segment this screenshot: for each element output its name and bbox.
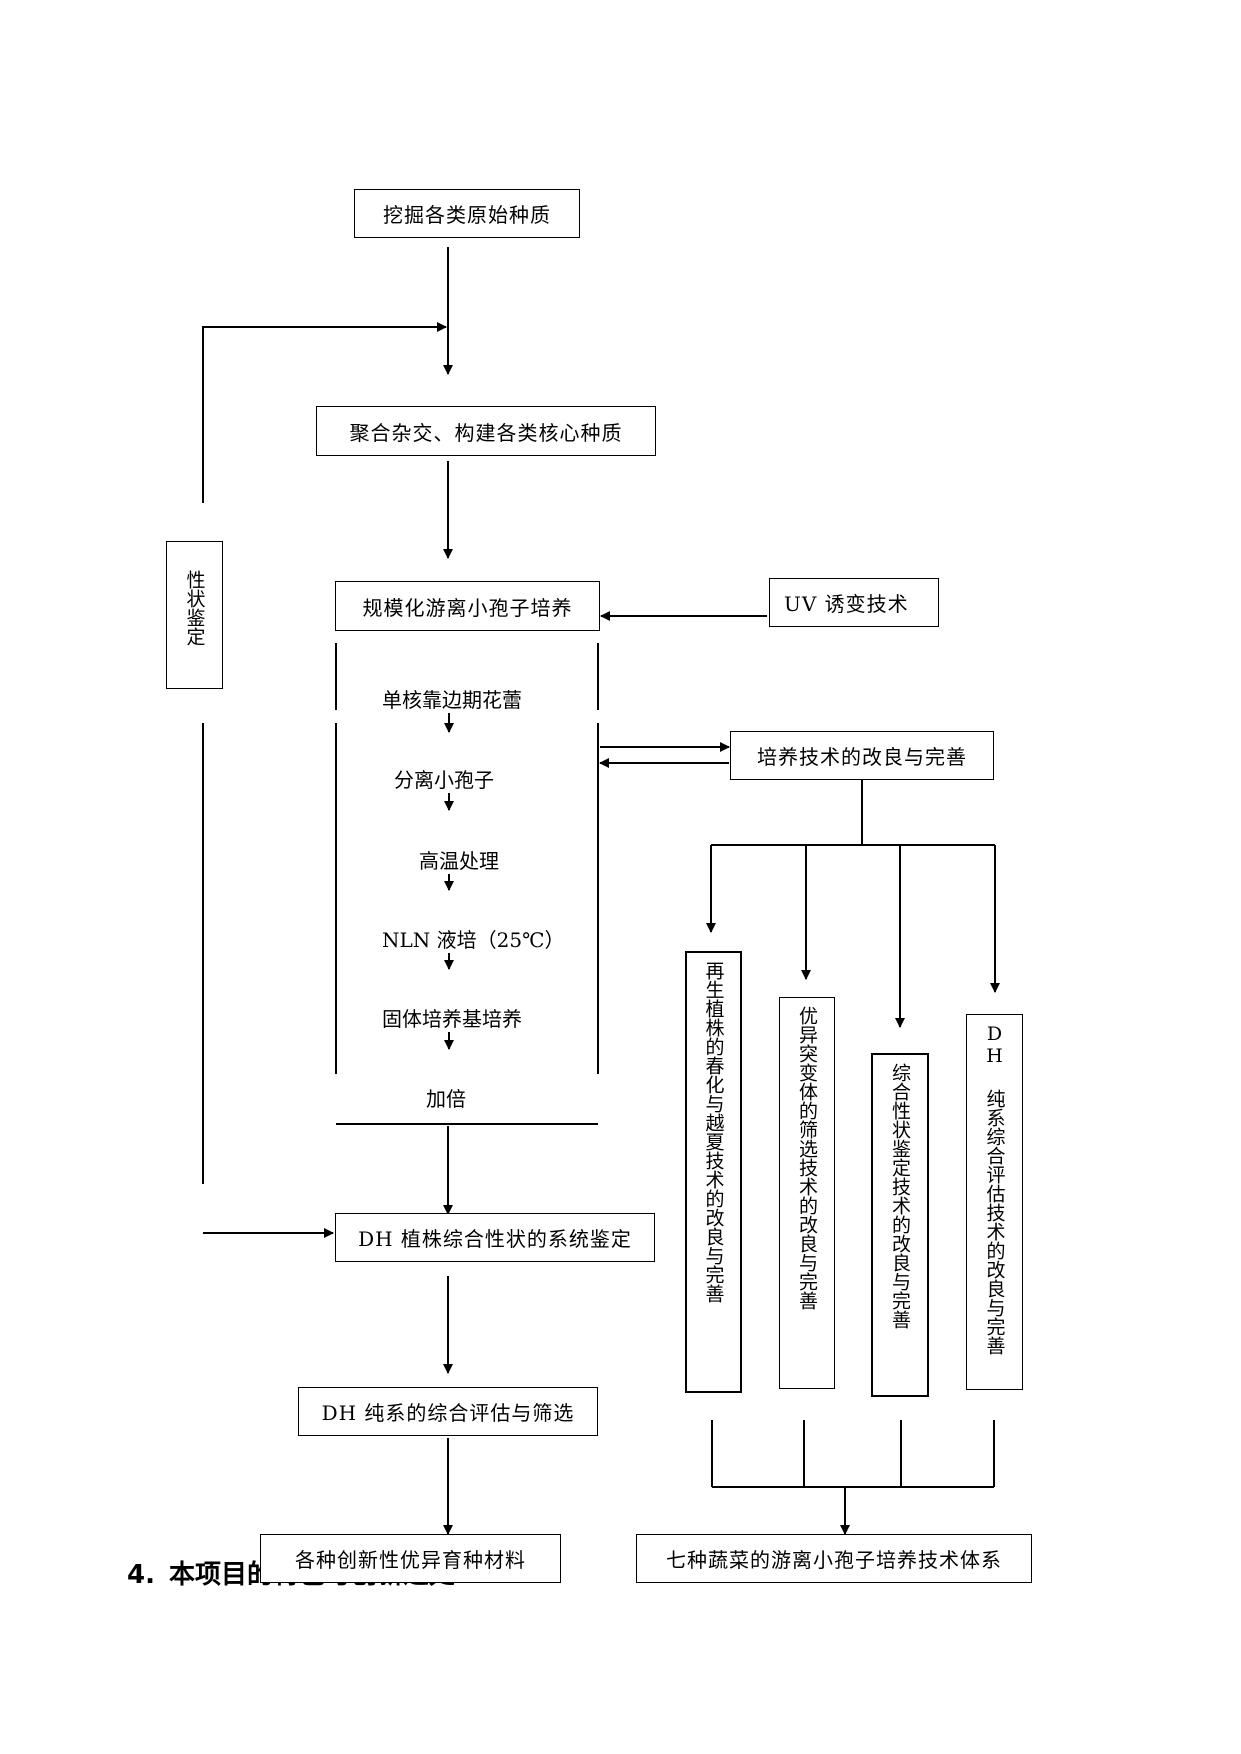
branch-trait-identification-label: 综合性状鉴定技术的改良与完善 [889,1063,911,1329]
step-isolate-microspore: 分离小孢子 [392,764,496,793]
branch-dh-evaluation-label: DH 纯系综合评估技术的改良与完善 [983,1023,1006,1355]
branch-mutant-screening-label: 优异突变体的筛选技术的改良与完善 [796,1006,818,1310]
box-hybrid-core-germplasm: 聚合杂交、构建各类核心种质 [316,406,656,456]
box-breeding-materials: 各种创新性优异育种材料 [260,1534,561,1583]
branch-vernalization-label: 再生植株的春化与越夏技术的改良与完善 [702,961,725,1303]
box-dh-plant-identification: DH 植株综合性状的系统鉴定 [335,1213,655,1262]
box-dh-line-evaluation: DH 纯系的综合评估与筛选 [298,1387,598,1436]
box-branch-vernalization: 再生植株的春化与越夏技术的改良与完善 [685,951,742,1393]
step-flower-bud: 单核靠边期花蕾 [380,684,524,713]
box-trait-identification: 性状鉴定 [166,541,223,689]
box-dig-germplasm: 挖掘各类原始种质 [354,189,580,238]
box-branch-trait-identification: 综合性状鉴定技术的改良与完善 [871,1053,929,1397]
box-microspore-culture: 规模化游离小孢子培养 [335,581,600,631]
section-number: 4. [127,1560,155,1590]
trait-identification-label: 性状鉴定 [183,570,206,646]
step-nln-liquid-culture: NLN 液培（25℃） [380,924,567,953]
box-culture-technology-system: 七种蔬菜的游离小孢子培养技术体系 [636,1534,1032,1583]
box-branch-dh-evaluation: DH 纯系综合评估技术的改良与完善 [966,1014,1023,1390]
feedback-loop-line [202,322,447,503]
box-branch-mutant-screening: 优异突变体的筛选技术的改良与完善 [779,997,835,1389]
step-doubling: 加倍 [424,1083,468,1112]
box-uv-mutation: UV 诱变技术 [769,578,939,627]
box-culture-improvement: 培养技术的改良与完善 [730,731,994,780]
step-solid-medium-culture: 固体培养基培养 [380,1003,524,1032]
step-heat-treatment: 高温处理 [417,845,501,874]
